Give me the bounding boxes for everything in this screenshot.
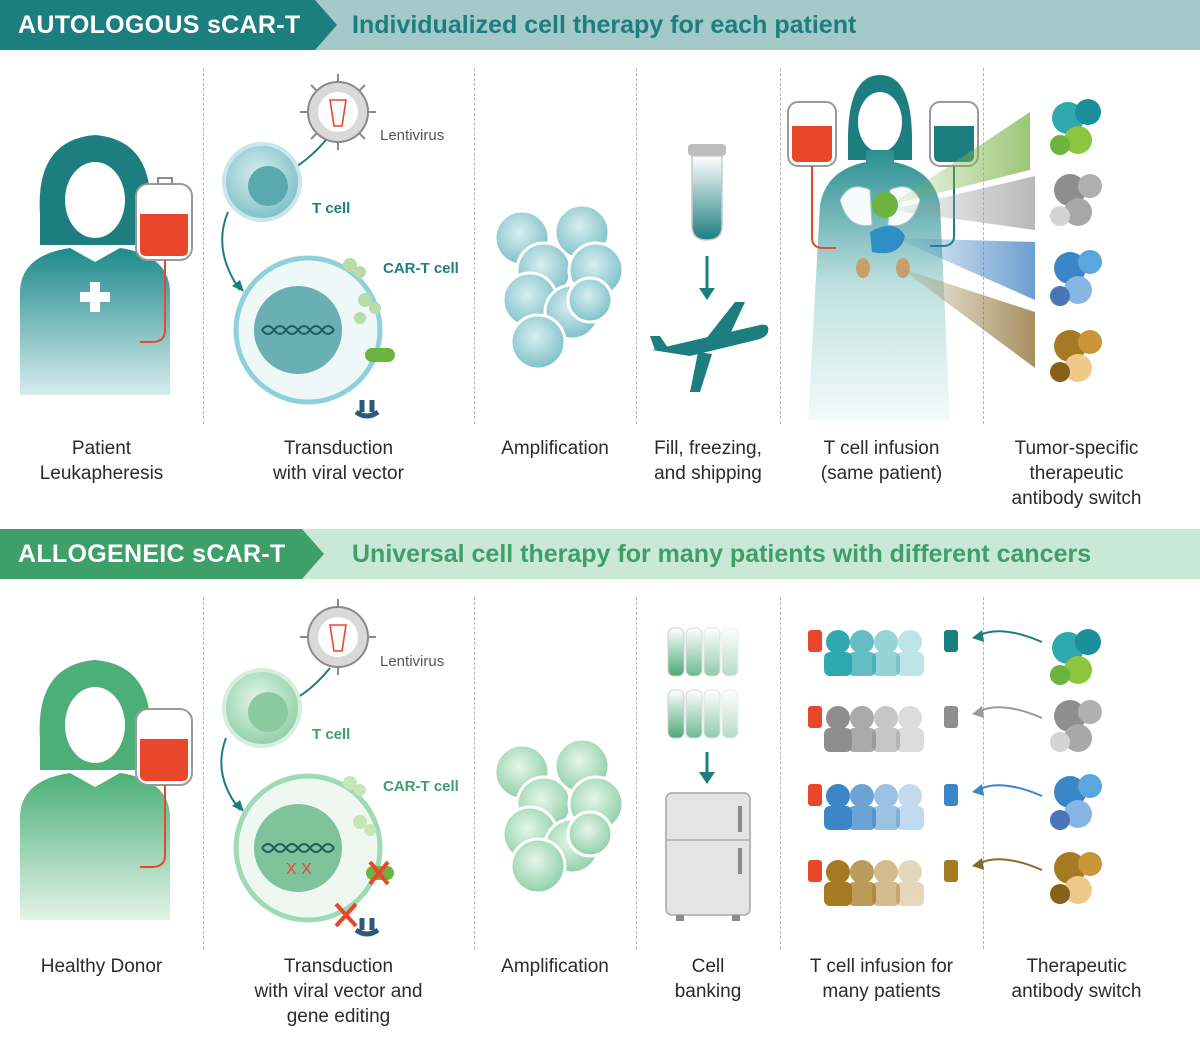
tumor-icon	[872, 192, 898, 218]
allogeneic-title: ALLOGENEIC sCAR-T	[0, 529, 302, 579]
column-divider	[203, 68, 204, 424]
antibody-switch-gray-icon	[1050, 700, 1102, 752]
antibody-switch-gold-icon	[1050, 330, 1102, 382]
blood-bag-icon	[135, 177, 193, 343]
step-caption: Patient Leukapheresis	[39, 438, 164, 484]
t-cell-icon	[222, 142, 302, 222]
antibody-bag-icon	[929, 101, 979, 247]
lentivirus-label: Lentivirus	[380, 653, 444, 670]
targeting-beam	[890, 112, 1030, 205]
antibody-switch-gray-icon	[1050, 174, 1102, 226]
patient-group-blue	[808, 784, 958, 830]
antibody-switch-gold-icon	[1050, 852, 1102, 904]
amplified-cells-icon	[493, 203, 625, 371]
t-cell-icon	[222, 668, 302, 748]
column-divider	[474, 597, 475, 949]
step-caption: Tumor-specific therapeutic antibody swit…	[1011, 438, 1142, 509]
allogeneic-subtitle: Universal cell therapy for many patients…	[352, 540, 1092, 568]
step-caption: Fill, freezing, and shipping	[654, 438, 762, 484]
car-t-cell-icon	[233, 255, 395, 419]
column-divider	[474, 68, 475, 424]
targeting-beam	[900, 268, 1035, 368]
step-caption: Cell banking	[674, 956, 742, 1002]
autologous-banner: AUTOLOGOUS sCAR-T Individualized cell th…	[0, 0, 1200, 50]
step-caption: Transduction with viral vector and gene …	[254, 956, 423, 1027]
column-divider	[636, 597, 637, 949]
step-caption: Therapeutic antibody switch	[1011, 956, 1142, 1002]
step-caption: Amplification	[501, 438, 609, 459]
column-divider	[780, 597, 781, 949]
patient-body-icon	[808, 75, 950, 420]
autologous-subtitle: Individualized cell therapy for each pat…	[352, 11, 857, 39]
banner-arrow-icon	[302, 529, 324, 579]
airplane-icon	[650, 302, 769, 392]
car-t-cell-label: CAR-T cell	[383, 778, 459, 795]
lentivirus-icon	[300, 599, 376, 675]
targeting-beam	[890, 176, 1035, 230]
patient-group-green	[808, 630, 958, 676]
svg-text:X X: X X	[286, 861, 312, 878]
gene-edited-car-t-cell-icon: X X	[233, 773, 394, 937]
step-caption: T cell infusion for many patients	[809, 956, 954, 1002]
step-caption: T cell infusion (same patient)	[820, 438, 943, 484]
patient-figure-icon	[20, 135, 170, 395]
antibody-switch-blue-icon	[1050, 250, 1102, 306]
lentivirus-icon	[300, 74, 376, 150]
car-t-cell-label: CAR-T cell	[383, 260, 459, 277]
banner-arrow-icon	[315, 0, 337, 50]
donor-figure-icon	[20, 660, 170, 920]
column-divider	[983, 597, 984, 949]
tube-rack-icon	[667, 627, 739, 739]
targeting-beam	[895, 238, 1035, 300]
antibody-switch-blue-icon	[1050, 774, 1102, 830]
patient-group-gray	[808, 706, 958, 752]
t-cell-label: T cell	[312, 726, 350, 743]
switch-arrows	[977, 630, 1043, 871]
column-divider	[636, 68, 637, 424]
patient-group-gold	[808, 860, 958, 906]
antibody-switch-green-icon	[1050, 629, 1101, 685]
allogeneic-banner: ALLOGENEIC sCAR-T Universal cell therapy…	[0, 529, 1200, 579]
freezer-icon	[665, 792, 751, 921]
t-cell-label: T cell	[312, 200, 350, 217]
blood-bag-icon	[135, 708, 193, 868]
step-caption: Healthy Donor	[40, 956, 163, 977]
column-divider	[780, 68, 781, 424]
step-caption: Transduction with viral vector	[273, 438, 404, 484]
amplified-cells-icon	[493, 737, 625, 895]
blood-bag-icon	[787, 101, 837, 249]
test-tube-icon	[688, 144, 726, 241]
antibody-switch-green-icon	[1050, 99, 1101, 155]
autologous-title: AUTOLOGOUS sCAR-T	[0, 0, 315, 50]
step-caption: Amplification	[501, 956, 609, 977]
column-divider	[203, 597, 204, 949]
lentivirus-label: Lentivirus	[380, 127, 444, 144]
